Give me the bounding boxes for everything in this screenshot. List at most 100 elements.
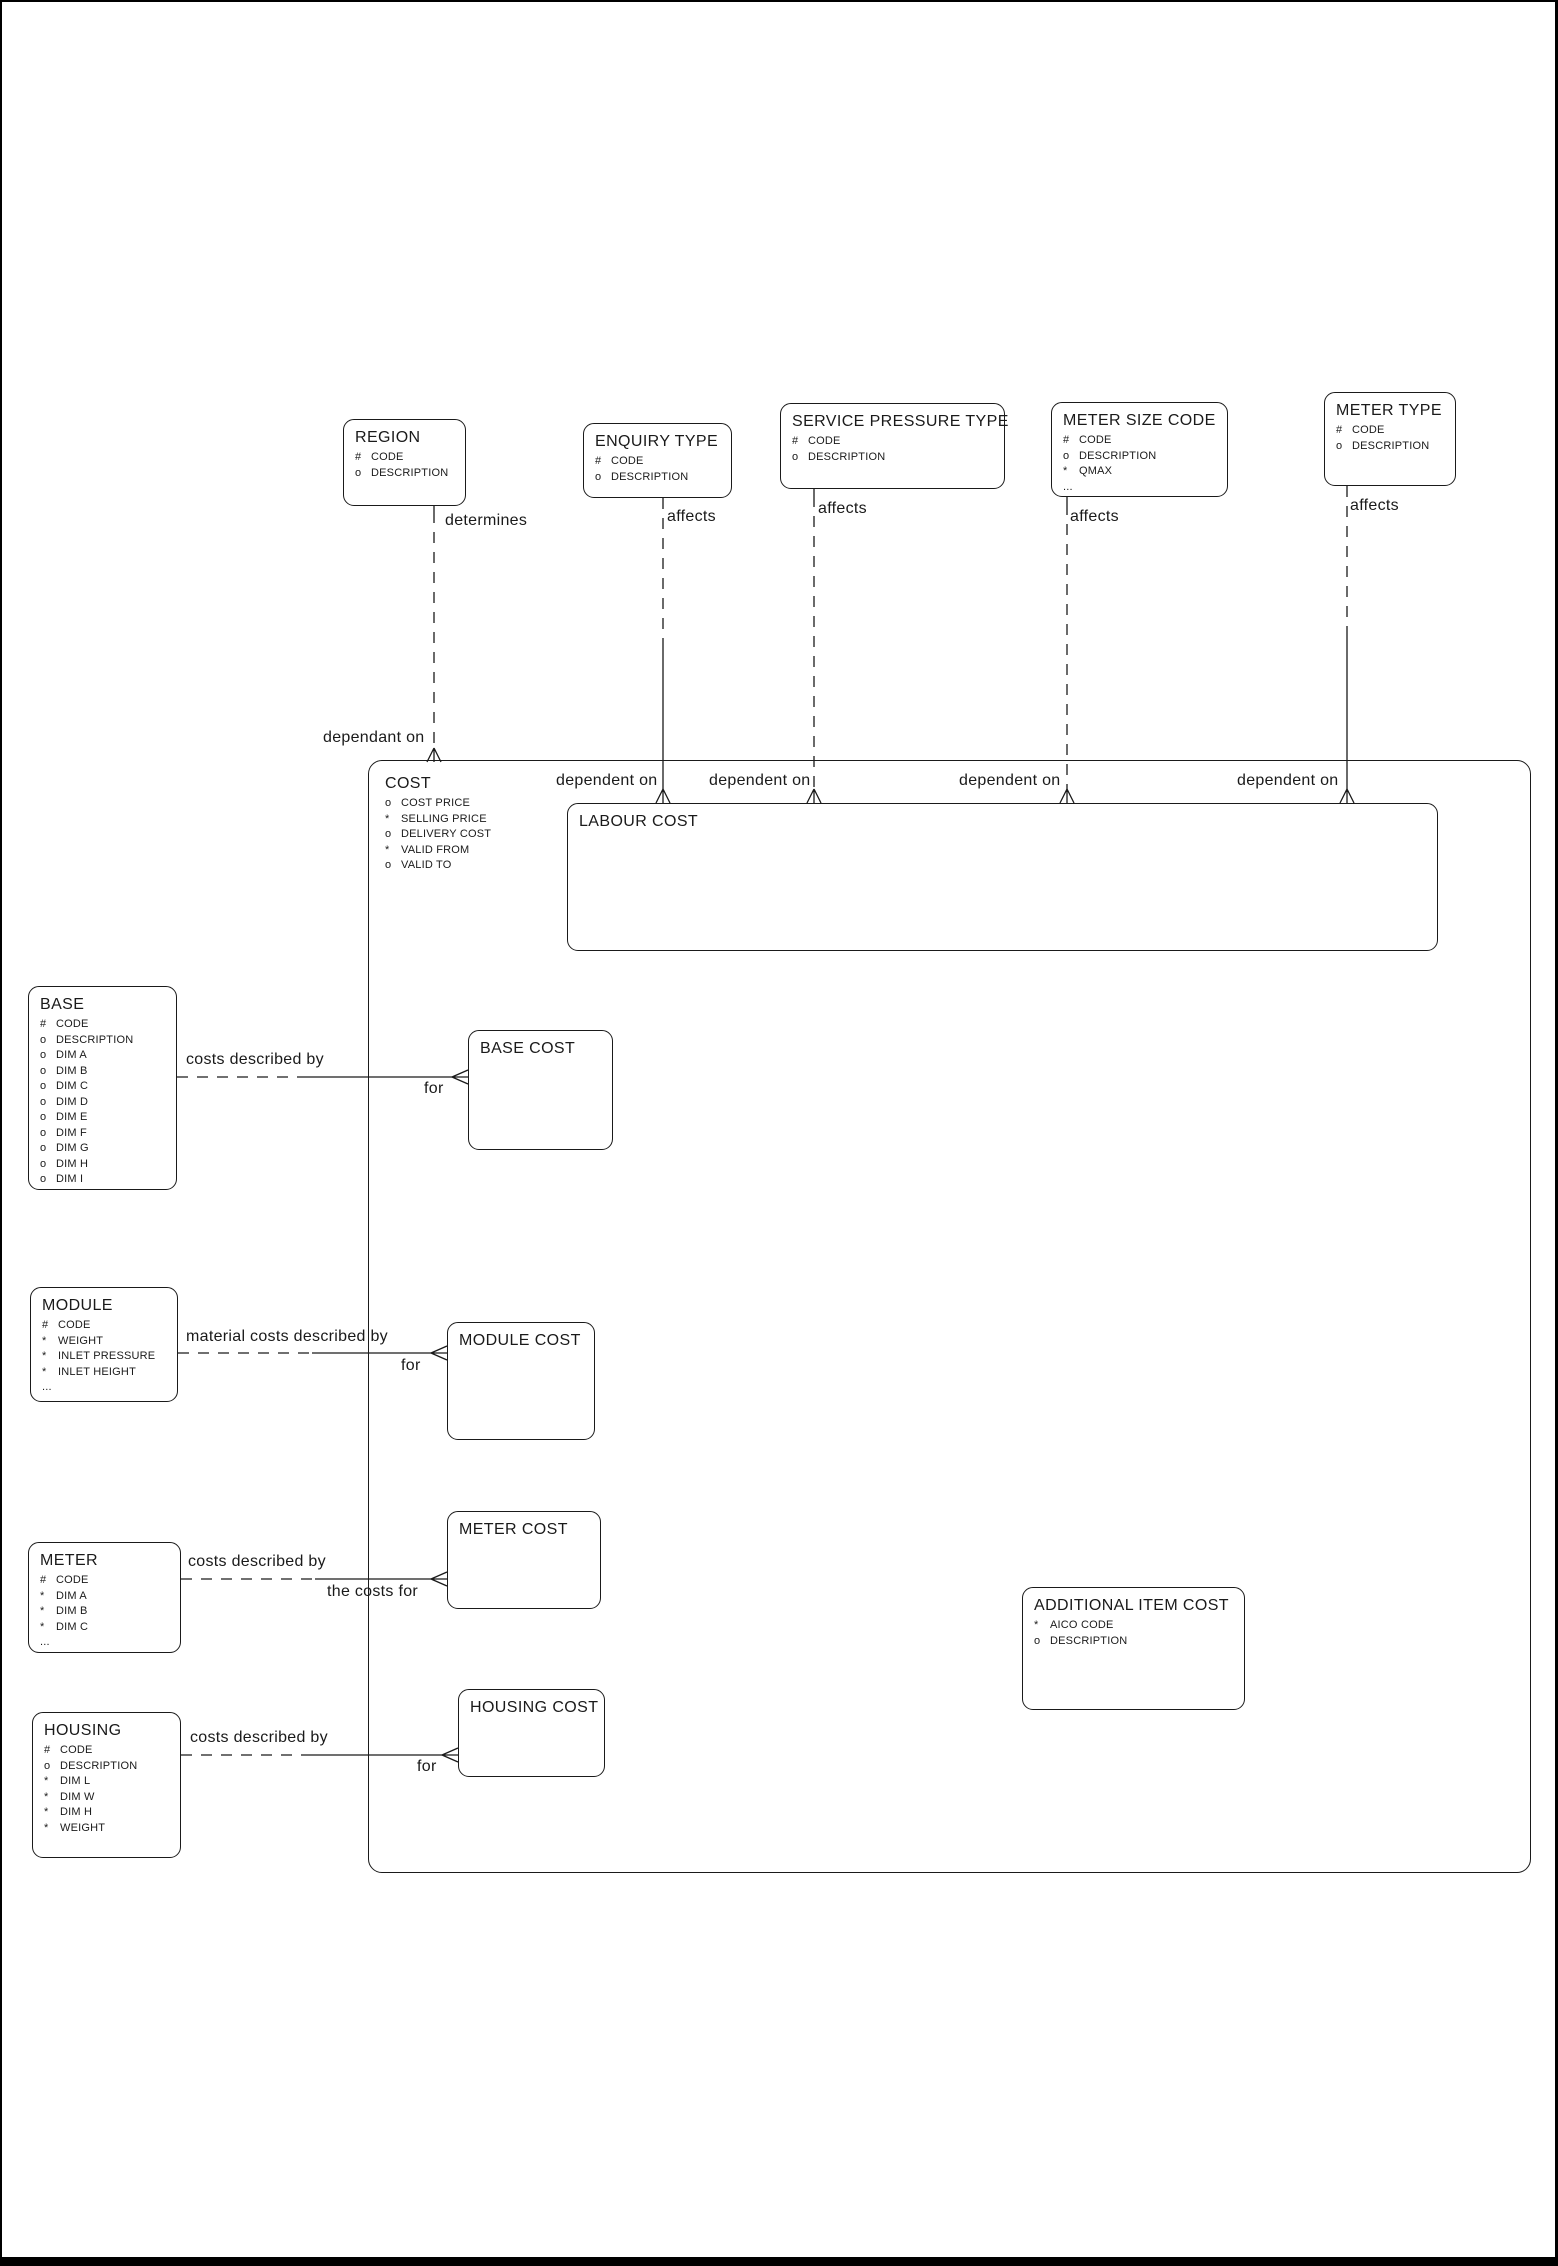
entity-attribute-row: #CODE — [792, 434, 1000, 450]
attribute-optionality-mark: o — [1336, 439, 1343, 452]
entity-meter: METER #CODE*DIM A*DIM B*DIM C... — [28, 1542, 181, 1653]
meter-type-labour-cost-line — [1339, 486, 1355, 804]
attribute-name: DESCRIPTION — [60, 1759, 138, 1772]
entity-attribute-row: #CODE — [355, 450, 461, 466]
attribute-optionality-mark: o — [792, 450, 799, 463]
relationship-label-affects: affects — [818, 500, 867, 517]
attribute-name: DESCRIPTION — [1079, 449, 1157, 462]
entity-attribute-row: *DIM L — [44, 1774, 176, 1790]
relationship-label-dependent-on: dependent on — [1237, 772, 1339, 789]
entity-attribute-row: *QMAX — [1063, 464, 1223, 480]
attribute-optionality-mark: # — [595, 455, 602, 467]
entity-attribute-row: o DESCRIPTION — [792, 450, 1000, 466]
attribute-name: DESCRIPTION — [1352, 439, 1430, 452]
entity-attribute-row: * DIM A — [40, 1589, 176, 1605]
attribute-name: AICO CODE — [1050, 1619, 1114, 1631]
entity-attribute-row: # CODE — [595, 454, 727, 470]
entity-attribute-row: *WEIGHT — [44, 1821, 176, 1837]
relationship-label-the-costs-for: the costs for — [327, 1583, 419, 1600]
attribute-optionality-mark: # — [44, 1744, 51, 1756]
attribute-optionality-mark: o — [595, 470, 602, 483]
attribute-name: COST PRICE — [401, 797, 471, 809]
attribute-name: DIM A — [56, 1589, 87, 1602]
attribute-optionality-mark: ... — [1063, 480, 1073, 493]
attribute-optionality-mark: o — [355, 466, 362, 479]
attribute-name: SELLING PRICE — [401, 812, 487, 825]
attribute-optionality-mark: o — [40, 1080, 47, 1092]
attribute-optionality-mark: * — [385, 812, 390, 825]
attribute-optionality-mark: o — [40, 1126, 47, 1139]
entity-title: HOUSING COST — [470, 1699, 599, 1716]
entity-attribute-row: #CODE — [1063, 433, 1223, 449]
attribute-optionality-mark: * — [44, 1806, 49, 1818]
attribute-name: CODE — [611, 455, 644, 467]
service-pressure-type-labour-cost-line — [806, 489, 822, 804]
entity-title: METER COST — [459, 1521, 568, 1538]
attribute-optionality-mark: * — [1063, 465, 1068, 477]
entity-title: LABOUR COST — [579, 813, 699, 830]
relationship-label-dependent-on: dependent on — [709, 772, 811, 789]
attribute-name: INLET PRESSURE — [58, 1350, 156, 1362]
attribute-optionality-mark: o — [1034, 1634, 1041, 1647]
meter-size-code-labour-cost-line — [1059, 497, 1075, 804]
attribute-optionality-mark: * — [1034, 1619, 1039, 1631]
entity-attribute-row: #CODE — [40, 1017, 172, 1033]
page-border-left — [0, 0, 2, 2266]
attribute-optionality-mark: # — [40, 1574, 47, 1586]
attribute-optionality-mark: ... — [42, 1381, 52, 1393]
entity-attribute-row: #CODE — [40, 1573, 176, 1589]
attribute-optionality-mark: o — [44, 1759, 51, 1772]
attribute-optionality-mark: o — [40, 1157, 47, 1170]
page-border-bottom — [0, 2257, 1558, 2266]
relationship-label-costs-described-by: costs described by — [186, 1051, 324, 1068]
attribute-name: DESCRIPTION — [611, 470, 689, 483]
entity-attribute-row: #CODE — [42, 1318, 173, 1334]
attribute-optionality-mark: o — [385, 828, 392, 840]
entity-title: SERVICE PRESSURE TYPE — [792, 413, 1009, 430]
relationship-label-affects: affects — [667, 508, 716, 525]
entity-title: ENQUIRY TYPE — [595, 433, 719, 450]
attribute-name: DESCRIPTION — [808, 450, 886, 463]
attribute-name: DIM H — [56, 1157, 89, 1170]
attribute-optionality-mark: * — [42, 1334, 47, 1347]
entity-enquiry-type: ENQUIRY TYPE # CODE o DESCRIPTION — [583, 423, 732, 498]
attribute-name: DIM C — [56, 1620, 89, 1633]
attribute-optionality-mark: o — [40, 1049, 47, 1061]
attribute-optionality-mark: o — [40, 1033, 47, 1046]
entity-title: COST — [385, 775, 432, 792]
entity-attribute-row: *VALID FROM — [385, 843, 1526, 859]
relationship-label-for: for — [401, 1357, 421, 1374]
relationship-label-affects: affects — [1350, 497, 1399, 514]
attribute-optionality-mark: * — [40, 1589, 45, 1602]
attribute-name: CODE — [1352, 424, 1385, 436]
entity-attributes: #CODE*DIM A*DIM B*DIM C... — [40, 1573, 176, 1651]
attribute-name: CODE — [808, 435, 841, 447]
entity-meter-cost: METER COST — [447, 1511, 601, 1609]
page-border-top — [0, 0, 1558, 2]
attribute-optionality-mark: o — [385, 859, 392, 871]
attribute-name: DIM L — [60, 1775, 91, 1787]
attribute-name: DIM W — [60, 1790, 95, 1803]
attribute-name: DIM E — [56, 1111, 88, 1123]
entity-title: METER SIZE CODE — [1063, 412, 1216, 429]
entity-attribute-row: o DIM H — [40, 1157, 172, 1173]
entity-attribute-row: *INLET PRESSURE — [42, 1349, 173, 1365]
attribute-optionality-mark: * — [44, 1790, 49, 1803]
relationship-label-for: for — [417, 1758, 437, 1775]
attribute-optionality-mark: o — [40, 1095, 47, 1108]
